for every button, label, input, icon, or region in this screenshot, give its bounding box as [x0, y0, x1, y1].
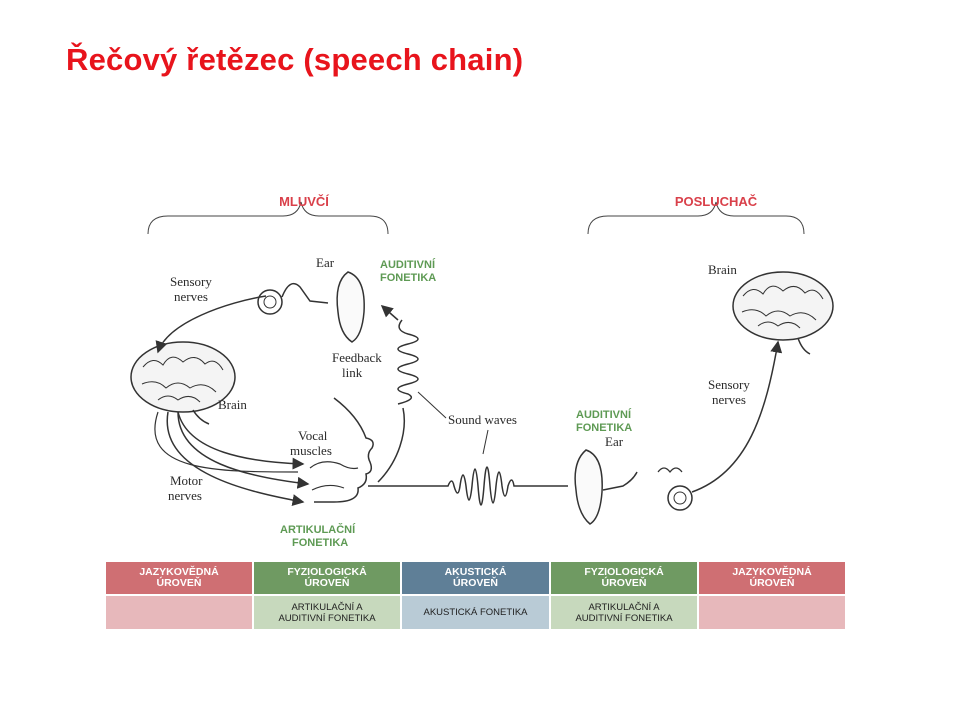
auditory-phonetics-right-1: AUDITIVNÍ: [576, 408, 632, 421]
motor-nerve-2: [177, 411, 310, 489]
listener-bracket: [587, 201, 805, 235]
auditory-phonetics-left-1: AUDITIVNÍ: [380, 258, 436, 271]
feedback-arrow: [380, 305, 399, 321]
sensory-nerve-left: [155, 295, 267, 354]
motor-nerve-1: [177, 411, 305, 470]
levels-table: JAZYKOVĚDNÁ ÚROVEŇ FYZIOLOGICKÁ ÚROVEŇ A…: [106, 562, 847, 631]
speaker-brain-icon: [130, 341, 236, 425]
articulatory-phonetics-1: ARTIKULAČNÍ: [280, 523, 356, 536]
sound-wave-pointer-1: [417, 391, 447, 419]
label-sensory-right-2: nerves: [712, 392, 746, 407]
label-brain-left: Brain: [218, 397, 247, 412]
level-header-linguistic-speaker: JAZYKOVĚDNÁ ÚROVEŇ: [106, 562, 254, 596]
listener-ear-icon: [574, 449, 693, 525]
level-header-physiological-speaker: FYZIOLOGICKÁ ÚROVEŇ: [254, 562, 402, 596]
label-motor-2: nerves: [168, 488, 202, 503]
label-ear-right: Ear: [605, 434, 624, 449]
level-sub-physiological-listener: ARTIKULAČNÍ A AUDITIVNÍ FONETIKA: [551, 596, 699, 631]
label-sensory-left-1: Sensory: [170, 274, 212, 289]
speaker-label: MLUVČÍ: [279, 194, 329, 209]
sensory-nerve-right: [691, 340, 783, 493]
label-vocal-2: muscles: [290, 443, 332, 458]
label-feedback-1: Feedback: [332, 350, 382, 365]
level-sub-linguistic-speaker: [106, 596, 254, 631]
speaker-ear-icon: [257, 271, 365, 343]
label-vocal-1: Vocal: [298, 428, 328, 443]
listener-label: POSLUCHAČ: [675, 194, 758, 209]
sound-wave: [368, 466, 568, 506]
speaker-face-icon: [309, 397, 374, 503]
speech-chain-figure: MLUVČÍ POSLUCHAČ Brain Sensory nerves Ea…: [98, 172, 854, 634]
label-sensory-right-1: Sensory: [708, 377, 750, 392]
auditory-phonetics-left-2: FONETIKA: [380, 272, 436, 284]
brain-to-vocal-line: [154, 411, 299, 473]
label-brain-right: Brain: [708, 262, 737, 277]
speaker-bracket: [147, 201, 389, 235]
speech-chain-diagram: MLUVČÍ POSLUCHAČ Brain Sensory nerves Ea…: [130, 194, 834, 549]
slide-title: Řečový řetězec (speech chain): [66, 42, 524, 77]
level-header-acoustic: AKUSTICKÁ ÚROVEŇ: [402, 562, 551, 596]
label-ear-left: Ear: [316, 255, 335, 270]
level-header-physiological-listener: FYZIOLOGICKÁ ÚROVEŇ: [551, 562, 699, 596]
label-motor-1: Motor: [170, 473, 203, 488]
articulatory-phonetics-2: FONETIKA: [292, 537, 348, 549]
label-feedback-2: link: [342, 365, 363, 380]
listener-brain-icon: [732, 271, 834, 355]
level-sub-acoustic: AKUSTICKÁ FONETIKA: [402, 596, 551, 631]
sound-wave-pointer-2: [482, 429, 489, 455]
auditory-phonetics-right-2: FONETIKA: [576, 422, 632, 434]
label-sensory-left-2: nerves: [174, 289, 208, 304]
level-header-linguistic-listener: JAZYKOVĚDNÁ ÚROVEŇ: [699, 562, 847, 596]
motor-nerve-3: [166, 411, 305, 507]
level-sub-physiological-speaker: ARTIKULAČNÍ A AUDITIVNÍ FONETIKA: [254, 596, 402, 631]
feedback-line: [377, 407, 405, 483]
label-sound-waves: Sound waves: [448, 412, 517, 427]
feedback-wave: [397, 319, 419, 405]
level-sub-linguistic-listener: [699, 596, 847, 631]
